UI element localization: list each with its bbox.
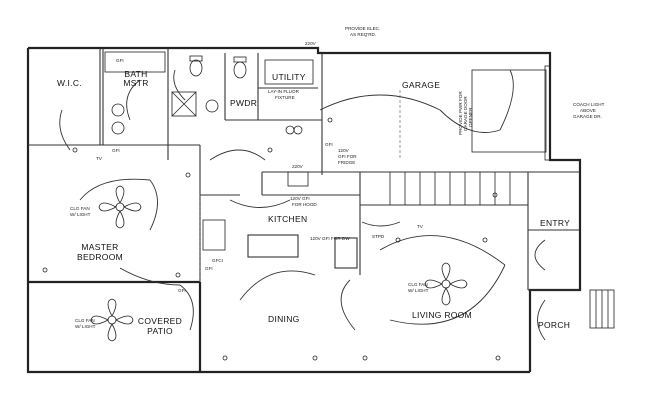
note-coach-light-3: GARAGE DR. (573, 114, 602, 119)
note-fan-bedroom-2: W/ LIGHT (70, 212, 91, 217)
outlet-symbols (42, 117, 501, 361)
note-fan-bedroom-1: CLG FAN (70, 206, 90, 211)
interior-walls (28, 48, 580, 291)
note-fan-patio-2: W/ LIGHT (75, 324, 96, 329)
ceiling-fan-patio (90, 298, 134, 342)
note-hood-1: 120V GFI (290, 196, 310, 201)
note-coach-light-2: ABOVE (580, 108, 596, 113)
note-stpd: STPD (372, 234, 385, 239)
note-fridge-3: FRIDGE (338, 160, 355, 165)
circuit-wiring (59, 69, 546, 341)
note-floor-fixture-1: LAY-IN FLUOR (268, 89, 300, 94)
room-label-entry: ENTRY (540, 218, 570, 228)
note-dw: 120V GFI FOR DW (310, 236, 350, 241)
note-gfi-patio: GFI (178, 288, 186, 293)
note-220v-top: 220V (305, 41, 317, 46)
bathroom-fixtures (104, 51, 314, 135)
note-floor-fixture-2: FIXTURE (275, 95, 295, 100)
room-label-living: LIVING ROOM (412, 310, 472, 320)
note-garage-door-3: OPENER (468, 107, 473, 127)
room-label-patio-2: PATIO (147, 326, 173, 336)
note-hood-2: FOR HOOD (292, 202, 317, 207)
garage-door-opener-area (471, 69, 547, 153)
room-label-pwdr: PWDR (230, 98, 257, 108)
note-fridge-1: 120V (338, 148, 350, 153)
room-label-bath-2: MSTR (123, 78, 148, 88)
room-label-wic: W.I.C. (57, 78, 82, 88)
room-label-dining: DINING (268, 314, 300, 324)
room-label-master-2: BEDROOM (77, 252, 123, 262)
garage-stairs (389, 172, 511, 205)
room-label-bath-1: BATH (124, 69, 147, 79)
ceiling-fan-living (424, 262, 468, 306)
note-provide-elec-1: PROVIDE ELEC. (345, 26, 380, 31)
room-label-garage: GARAGE (402, 80, 440, 90)
note-garage-door-2: GARAGE DOOR (463, 96, 468, 131)
note-gfi-utility: GFI (325, 142, 333, 147)
room-label-patio-1: COVERED (138, 316, 182, 326)
note-fan-living-2: W/ LIGHT (408, 288, 429, 293)
room-label-master-1: MASTER (81, 242, 118, 252)
note-garage-door-1: PROVIDE PWR FOR (458, 91, 463, 135)
room-label-porch: PORCH (538, 320, 570, 330)
note-fan-patio-1: CLG FAN (75, 318, 95, 323)
note-gfci: GFCI (212, 258, 223, 263)
note-gfi-kitchen: GFI (205, 266, 213, 271)
note-coach-light-1: COACH LIGHT (573, 102, 605, 107)
note-220v-kitchen: 220V (292, 164, 304, 169)
note-tv-living: TV (417, 224, 424, 229)
porch-steps (589, 289, 615, 329)
room-label-utility: UTILITY (272, 72, 306, 82)
room-label-kitchen: KITCHEN (268, 214, 307, 224)
ceiling-fan-bedroom (98, 185, 142, 229)
note-gfi-bedroom: GFI (112, 148, 120, 153)
note-gfi-bath: GFI (116, 58, 124, 63)
garage-door (544, 65, 551, 161)
note-provide-elec-2: AS REQ'RD. (350, 32, 376, 37)
note-fan-living-1: CLG FAN (408, 282, 428, 287)
note-garage-door-opener: PROVIDE PWR FOR GARAGE DOOR OPENER (458, 91, 473, 135)
note-fridge-2: GFI FOR (338, 154, 357, 159)
note-tv-bedroom: TV (96, 156, 103, 161)
